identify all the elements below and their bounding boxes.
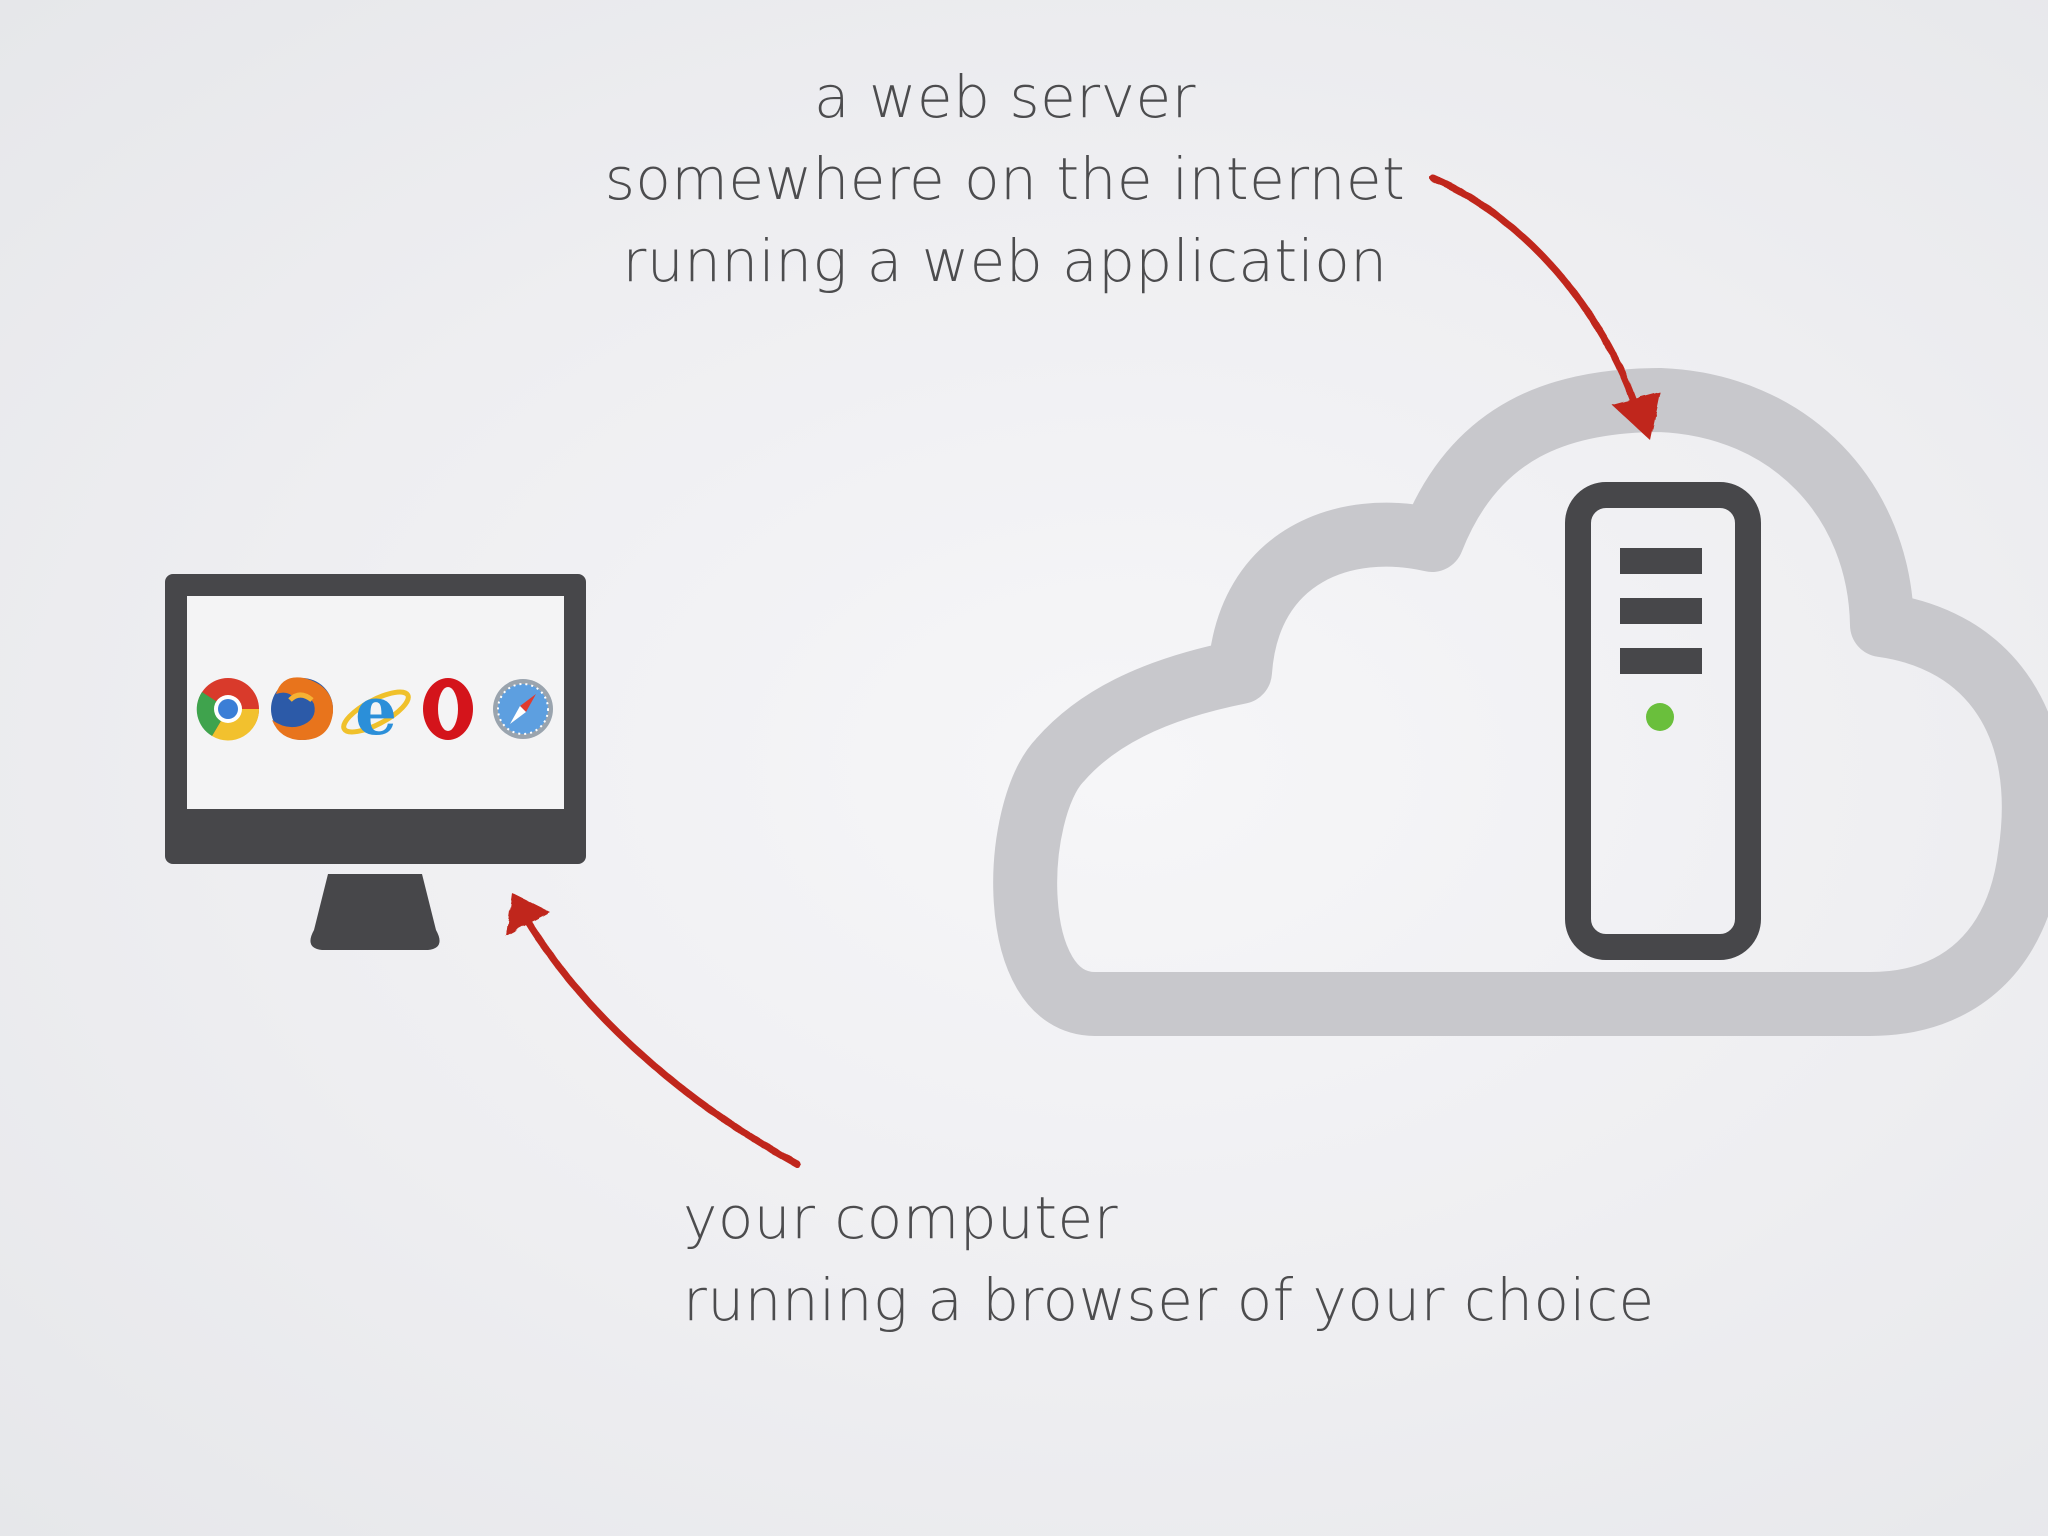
firefox-icon — [271, 677, 334, 740]
drive-bay-2 — [1620, 598, 1702, 624]
computer-caption: your computer running a browser of your … — [683, 1177, 1783, 1341]
monitor-icon — [165, 574, 586, 950]
status-led-icon — [1646, 703, 1674, 731]
chrome-icon — [196, 678, 260, 741]
server-caption: a web server somewhere on the internet r… — [540, 56, 1470, 302]
arrow-to-server — [1429, 174, 1660, 440]
safari-icon — [493, 679, 553, 739]
svg-text:e: e — [355, 672, 397, 750]
monitor-stand — [310, 874, 440, 950]
server-tower-icon — [1565, 482, 1761, 960]
internet-explorer-icon: e — [341, 672, 411, 750]
opera-icon — [423, 678, 473, 740]
drive-bay-3 — [1620, 648, 1702, 674]
computer-caption-line-1: your computer — [683, 1184, 1119, 1252]
server-caption-line-1: a web server — [814, 63, 1196, 131]
drive-bay-1 — [1620, 548, 1702, 574]
computer-caption-line-2: running a browser of your choice — [683, 1266, 1655, 1334]
arrow-to-computer — [506, 893, 801, 1168]
cloud-icon — [993, 368, 2048, 1036]
server-caption-line-2: somewhere on the internet — [604, 145, 1406, 213]
server-caption-line-3: running a web application — [622, 227, 1388, 295]
